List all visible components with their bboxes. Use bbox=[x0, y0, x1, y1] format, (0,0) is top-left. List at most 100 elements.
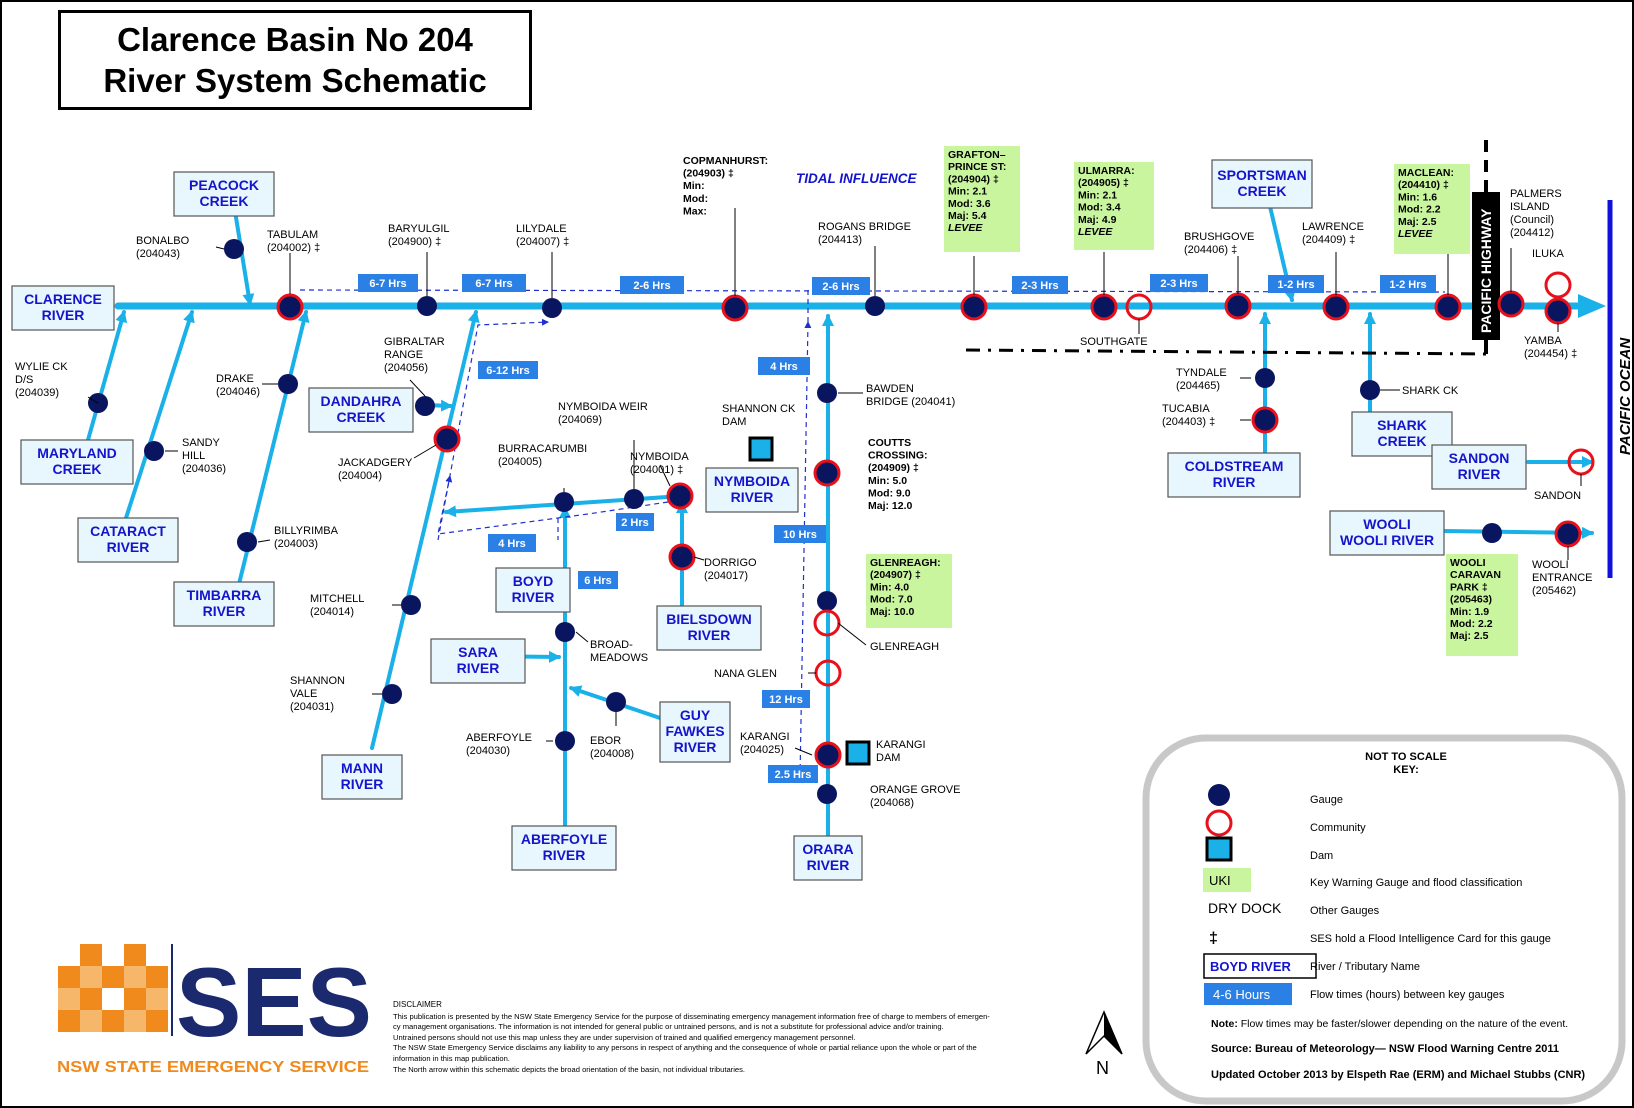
mitchell-gauge[interactable] bbox=[401, 595, 421, 615]
river-name-label-line: WOOLI RIVER bbox=[1340, 532, 1434, 548]
ebor-gauge[interactable] bbox=[606, 692, 626, 712]
jackadgery-marker[interactable] bbox=[433, 425, 461, 453]
key-gauge-text-line: Maj: 5.4 bbox=[948, 210, 987, 222]
coutts-crossing-marker[interactable] bbox=[813, 459, 841, 487]
orange-grove-gauge[interactable] bbox=[817, 784, 837, 804]
dorrigo-marker[interactable] bbox=[668, 543, 696, 571]
tabulam-marker[interactable] bbox=[276, 293, 304, 321]
iluka-community[interactable] bbox=[1544, 271, 1572, 299]
wooli-caravan-gauge[interactable] bbox=[1482, 523, 1502, 543]
lawrence-marker[interactable] bbox=[1322, 293, 1350, 321]
river-name-label-line: RIVER bbox=[457, 660, 500, 676]
river-name-box bbox=[1329, 510, 1445, 556]
gauge-label-billyrimba: BILLYRIMBA(204003) bbox=[274, 525, 339, 550]
river-name-box bbox=[495, 567, 571, 613]
copmanhurst-marker[interactable] bbox=[721, 294, 749, 322]
nymboida-weir-gauge[interactable] bbox=[624, 489, 644, 509]
ulmarra-marker[interactable] bbox=[1090, 293, 1118, 321]
karangi-marker[interactable] bbox=[814, 741, 842, 769]
flow-time-label: 2 Hrs bbox=[621, 517, 649, 529]
gauge-label-wooliend-line: WOOLI bbox=[1532, 559, 1569, 571]
glenreagh-gauge[interactable] bbox=[817, 591, 837, 611]
river-name-label-line: ORARA bbox=[802, 841, 853, 857]
broadmeadows-gauge[interactable] bbox=[555, 622, 575, 642]
burracarumbi-gauge[interactable] bbox=[554, 492, 574, 512]
bonalbo-gauge[interactable] bbox=[224, 239, 244, 259]
nymboida-marker[interactable] bbox=[666, 482, 694, 510]
river-name-label-line: RIVER bbox=[1213, 474, 1256, 490]
grafton-marker[interactable] bbox=[960, 293, 988, 321]
copmanhurst-label-line: COPMANHURST: bbox=[683, 155, 768, 167]
tucabia-marker[interactable] bbox=[1251, 406, 1279, 434]
gauge-label-dorrigo: DORRIGO(204017) bbox=[704, 557, 757, 582]
flow-time-label: 6-7 Hrs bbox=[369, 278, 406, 290]
gauge-label-rogans-line: ROGANS BRIDGE bbox=[818, 221, 911, 233]
lilydale-gauge[interactable] bbox=[542, 298, 562, 318]
gauge-label-jackadgery: JACKADGERY(204004) bbox=[338, 457, 413, 482]
key-gauge-bg bbox=[1394, 164, 1470, 254]
shannon-vale-gauge[interactable] bbox=[382, 684, 402, 704]
shark-ck-gauge[interactable] bbox=[1360, 380, 1380, 400]
yamba-marker[interactable] bbox=[1544, 297, 1572, 325]
maclean-marker[interactable] bbox=[1434, 293, 1462, 321]
flow-time-bg bbox=[768, 765, 818, 783]
shannon-ck-dam[interactable] bbox=[748, 436, 774, 462]
gauge-label-shannonck-line: SHANNON CK bbox=[722, 403, 796, 415]
gauge-label-tabulam-line: TABULAM bbox=[267, 229, 318, 241]
billyrimba-gauge[interactable] bbox=[237, 532, 257, 552]
gibraltar-range-gauge[interactable] bbox=[415, 396, 435, 416]
palmers-island-marker[interactable] bbox=[1497, 290, 1525, 318]
legend: NOT TO SCALE KEY: Gauge Community Dam UK… bbox=[1142, 734, 1626, 1105]
legend-flow-swatch bbox=[1204, 983, 1292, 1005]
river-name-box bbox=[511, 825, 617, 871]
karangi-dam[interactable] bbox=[845, 740, 871, 766]
tyndale-gauge[interactable] bbox=[1255, 368, 1275, 388]
glenreagh-community[interactable] bbox=[813, 609, 841, 637]
gauge-label-brushgrove: BRUSHGOVE(204406) ‡ bbox=[1184, 231, 1254, 256]
baryulgil-gauge[interactable] bbox=[417, 296, 437, 316]
sandy-hill-gauge[interactable] bbox=[144, 441, 164, 461]
bawden-bridge-gauge[interactable] bbox=[817, 383, 837, 403]
river-name-label-line: SANDON bbox=[1449, 450, 1510, 466]
flow-time-badge: 2-3 Hrs bbox=[1150, 274, 1208, 292]
key-gauge-text-line: (204905) ‡ bbox=[1078, 177, 1129, 189]
flow-time-badge: 6-12 Hrs bbox=[478, 361, 538, 379]
key-gauge-text-line: WOOLI bbox=[1450, 557, 1486, 569]
drake-gauge[interactable] bbox=[278, 374, 298, 394]
wooli-entrance-marker[interactable] bbox=[1554, 520, 1582, 548]
aberfoyle-gauge[interactable] bbox=[555, 731, 575, 751]
rogans-bridge-gauge[interactable] bbox=[865, 296, 885, 316]
gauge-label-karangidam-line: KARANGI bbox=[876, 739, 926, 751]
brushgrove-marker[interactable] bbox=[1224, 292, 1252, 320]
flow-time-badge: 4 Hrs bbox=[758, 357, 810, 375]
